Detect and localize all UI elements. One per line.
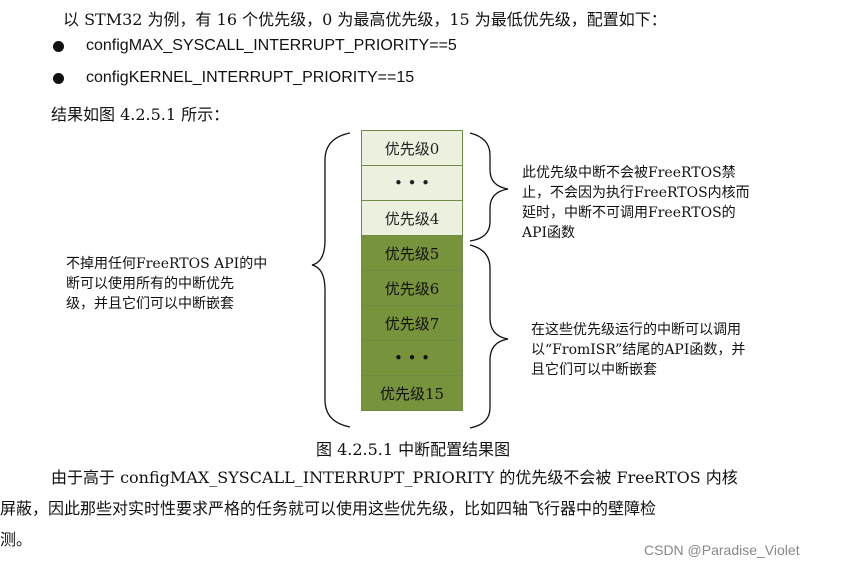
left-note: 不掉用任何FreeRTOS API的中 断可以使用所有的中断优先 级，并且它们可…: [66, 254, 311, 314]
left-note-line: 断可以使用所有的中断优先: [66, 276, 234, 292]
paragraph-line: 测。: [0, 530, 33, 549]
paragraph-line: 由于高于 configMAX_SYSCALL_INTERRUPT_PRIORIT…: [51, 468, 738, 487]
left-note-line: 不掉用任何FreeRTOS API的中: [66, 256, 268, 272]
priority-cell: 优先级5: [361, 235, 463, 271]
right-top-note: 此优先级中断不会被FreeRTOS禁 止，不会因为执行FreeRTOS内核而 延…: [522, 163, 822, 243]
right-top-note-line: 延时，中断不可调用FreeRTOS的: [522, 205, 736, 221]
figure-caption: 图 4.2.5.1 中断配置结果图: [316, 440, 511, 459]
right-top-note-line: API函数: [522, 225, 576, 241]
right-bottom-note-line: 且它们可以中断嵌套: [531, 362, 657, 378]
priority-cell: 优先级15: [361, 375, 463, 411]
result-line: 结果如图 4.2.5.1 所示：: [51, 105, 230, 124]
right-top-note-line: 此优先级中断不会被FreeRTOS禁: [522, 165, 736, 181]
right-top-brace: [469, 132, 509, 242]
bullet-dot-2: [53, 73, 64, 84]
watermark: CSDN @Paradise_Violet: [644, 542, 800, 558]
right-bottom-note-line: 以“FromISR”结尾的API函数，并: [531, 342, 746, 358]
body-paragraph: 由于高于 configMAX_SYSCALL_INTERRUPT_PRIORIT…: [0, 462, 867, 555]
left-brace: [311, 132, 351, 428]
bullet-dot-1: [53, 41, 64, 52]
priority-cell: 优先级0: [361, 130, 463, 166]
priority-cell: • • •: [361, 340, 463, 376]
priority-cell: 优先级7: [361, 305, 463, 341]
intro-text: 以 STM32 为例，有 16 个优先级，0 为最高优先级，15 为最低优先级，…: [63, 10, 667, 29]
priority-cell: 优先级6: [361, 270, 463, 306]
bullet-item-1: configMAX_SYSCALL_INTERRUPT_PRIORITY==5: [86, 37, 457, 54]
bullet-item-2: configKERNEL_INTERRUPT_PRIORITY==15: [86, 69, 415, 86]
left-note-line: 级，并且它们可以中断嵌套: [66, 296, 234, 312]
priority-cell: • • •: [361, 165, 463, 201]
right-bottom-note-line: 在这些优先级运行的中断可以调用: [531, 322, 741, 338]
right-top-note-line: 止，不会因为执行FreeRTOS内核而: [522, 185, 750, 201]
paragraph-line: 屏蔽，因此那些对实时性要求严格的任务就可以使用这些优先级，比如四轴飞行器中的壁障…: [0, 499, 657, 518]
right-bottom-brace: [469, 244, 509, 429]
right-bottom-note: 在这些优先级运行的中断可以调用 以“FromISR”结尾的API函数，并 且它们…: [531, 320, 831, 380]
priority-stack: 优先级0 • • • 优先级4 优先级5 优先级6 优先级7 • • • 优先级…: [361, 130, 463, 411]
priority-cell: 优先级4: [361, 200, 463, 236]
